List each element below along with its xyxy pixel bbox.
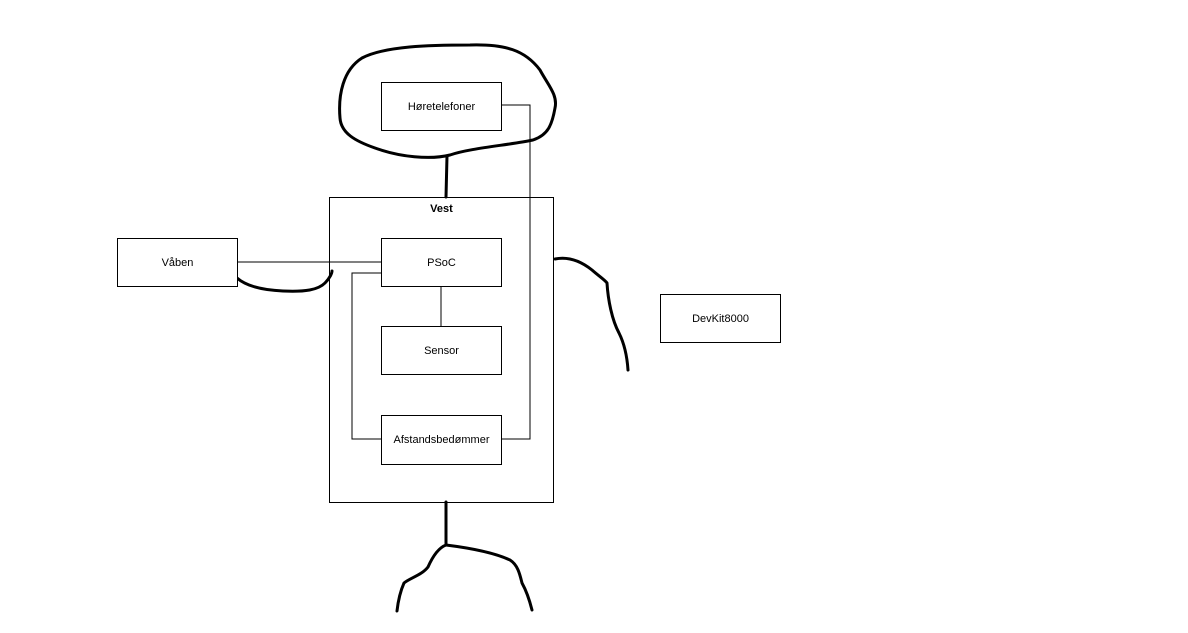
headphones-label: Høretelefoner [407, 100, 476, 113]
head-outline-stroke [338, 43, 558, 159]
connector-headphones-rangefinder [501, 104, 531, 440]
rangefinder-block: Afstandsbedømmer [381, 415, 502, 465]
left-leg-stroke [395, 543, 448, 613]
weapon-block: Våben [117, 238, 238, 287]
headphones-block: Høretelefoner [381, 82, 502, 131]
right-leg-stroke [444, 543, 534, 612]
right-arm-stroke [553, 256, 630, 372]
neck-stroke [444, 154, 449, 199]
weapon-label: Våben [161, 256, 194, 269]
sensor-label: Sensor [424, 344, 459, 357]
left-arm-stroke [235, 269, 334, 293]
connector-psoc-rangefinder [351, 272, 381, 440]
devkit-label: DevKit8000 [692, 312, 749, 325]
psoc-label: PSoC [427, 256, 456, 269]
psoc-block: PSoC [381, 238, 502, 287]
sensor-block: Sensor [381, 326, 502, 375]
devkit-block: DevKit8000 [660, 294, 781, 343]
vest-title: Vest [430, 203, 453, 215]
vest-container: Vest [329, 197, 554, 503]
rangefinder-label: Afstandsbedømmer [393, 434, 490, 446]
